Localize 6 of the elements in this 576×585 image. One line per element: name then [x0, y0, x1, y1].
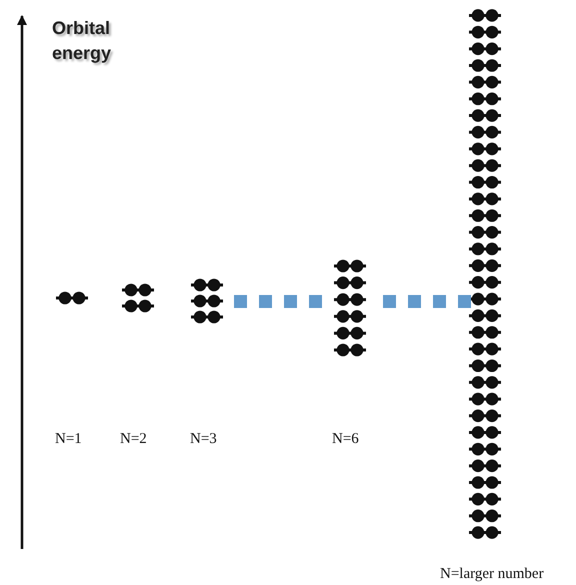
level-count-label: N=6 — [332, 431, 359, 448]
level-count-label: N=1 — [55, 431, 82, 448]
level-count-label: N=2 — [120, 431, 147, 448]
axis-label: Orbital energy — [52, 17, 112, 65]
level-count-label: N=larger number — [440, 566, 544, 583]
level-count-label: N=3 — [190, 431, 217, 448]
